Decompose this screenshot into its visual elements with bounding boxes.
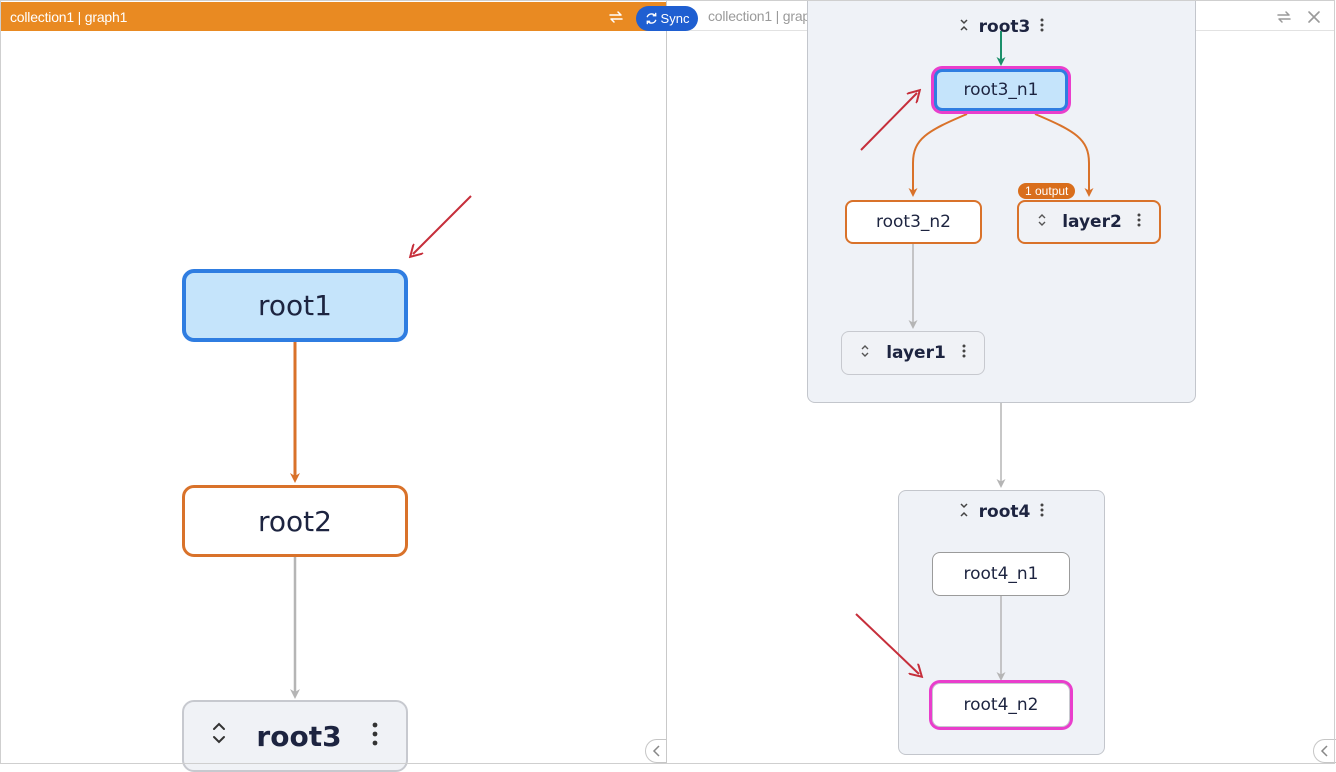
sync-button-label: Sync — [660, 11, 690, 26]
node-root2[interactable]: root2 — [182, 485, 408, 557]
expand-chevrons-icon[interactable] — [1037, 212, 1047, 233]
more-options-icon[interactable] — [1040, 17, 1044, 37]
collapse-chevrons-icon[interactable] — [959, 17, 969, 37]
expand-chevrons-icon[interactable] — [860, 343, 870, 364]
node-root3_n1-label: root3_n1 — [963, 80, 1039, 100]
node-root4_n1[interactable]: root4_n1 — [932, 552, 1070, 596]
group-root3-title: root3 — [978, 17, 1031, 37]
node-root4_n2-label: root4_n2 — [963, 695, 1039, 715]
sync-button[interactable]: Sync — [636, 6, 698, 31]
collapse-chevrons-icon[interactable] — [959, 502, 969, 523]
node-layer2-label: layer2 — [1062, 212, 1122, 232]
node-layer2[interactable]: layer2 — [1017, 200, 1161, 244]
annotation-arrow — [413, 195, 472, 254]
node-root3-collapsed-group[interactable]: root3 — [182, 700, 408, 772]
node-root3_n1[interactable]: root3_n1 — [934, 69, 1068, 111]
left-graph-canvas[interactable]: root1 root2 root3 — [0, 31, 668, 772]
node-layer1-label: layer1 — [886, 343, 946, 363]
pane-divider[interactable] — [666, 0, 667, 764]
sync-icon — [646, 12, 656, 25]
node-root3_n2[interactable]: root3_n2 — [845, 200, 982, 244]
layer2-output-badge: 1 output — [1018, 183, 1076, 199]
group-root4-title: root4 — [978, 502, 1031, 522]
swap-icon[interactable] — [607, 8, 625, 26]
group-root3-header: root3 — [807, 15, 1196, 39]
annotation-arrow — [860, 93, 917, 151]
more-options-icon[interactable] — [1040, 502, 1044, 522]
right-edges — [855, 31, 1094, 681]
right-graph-canvas[interactable]: root3 root4 — [667, 0, 1336, 764]
more-options-icon[interactable] — [962, 343, 966, 363]
more-options-icon[interactable] — [372, 720, 378, 753]
right-pane-collapse-icon[interactable] — [1313, 739, 1336, 763]
right-graph-pane: collection1 | graph1 root3 — [636, 0, 1336, 764]
node-root4_n1-label: root4_n1 — [963, 564, 1039, 584]
edge-root3_n1-root3_n2 — [908, 113, 968, 197]
node-root3-label: root3 — [256, 719, 342, 753]
expand-chevrons-icon[interactable] — [212, 720, 226, 753]
left-pane-title: collection1 | graph1 — [10, 8, 128, 25]
more-options-icon[interactable] — [1137, 212, 1141, 232]
left-edges — [290, 195, 472, 699]
edge-root3_n1-layer2 — [1034, 113, 1094, 197]
left-graph-pane: collection1 | graph1 — [0, 0, 668, 772]
left-pane-collapse-icon[interactable] — [645, 739, 668, 763]
node-root1-label: root1 — [258, 289, 332, 322]
group-root4-header: root4 — [898, 500, 1105, 524]
node-root3_n2-label: root3_n2 — [876, 212, 951, 232]
node-root4_n2[interactable]: root4_n2 — [932, 683, 1070, 727]
left-pane-titlebar: collection1 | graph1 — [0, 2, 667, 31]
node-root2-label: root2 — [258, 504, 332, 538]
annotation-arrow — [855, 613, 919, 674]
node-layer1[interactable]: layer1 — [841, 331, 985, 375]
swap-icon[interactable] — [1275, 8, 1293, 26]
right-pane-title: collection1 | graph1 — [708, 8, 826, 24]
close-icon[interactable] — [1305, 8, 1323, 26]
node-root1[interactable]: root1 — [182, 269, 408, 342]
